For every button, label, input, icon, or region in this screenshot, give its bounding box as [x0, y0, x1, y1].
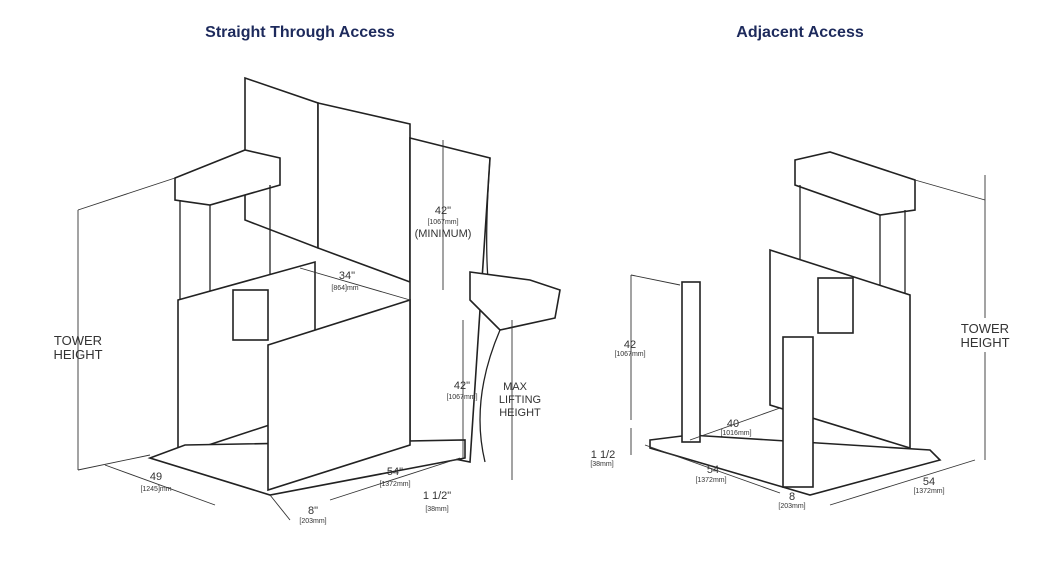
depth-in: 54"	[387, 466, 403, 478]
r-depth-in: 54	[707, 464, 719, 476]
r-tower-height-2: HEIGHT	[960, 335, 1009, 350]
r-ramp-in: 8	[789, 491, 795, 503]
thickness-mm: [38mm]	[425, 506, 448, 513]
r-ramp-mm: [203mm]	[778, 503, 805, 510]
gate-post	[782, 336, 814, 488]
ramp-in: 8"	[308, 505, 318, 517]
max-lifting-2: LIFTING	[499, 394, 541, 406]
r-tower-height-1: TOWER	[961, 321, 1009, 336]
r-width-mm: [1372mm]	[913, 488, 944, 495]
front-gate-panel	[267, 298, 411, 492]
r-opening-mm: [1016mm]	[720, 430, 751, 437]
control-panel	[817, 277, 854, 334]
door-height-note: (MINIMUM)	[415, 228, 472, 240]
open-door	[317, 101, 411, 284]
door-height-in: 42"	[435, 205, 451, 217]
gate-post	[681, 281, 701, 443]
title-straight-through: Straight Through Access	[205, 24, 395, 41]
r-thickness-mm: [38mm]	[590, 461, 613, 468]
r-gate-height-mm: [1067mm]	[614, 351, 645, 358]
door-width-mm: [864]mm	[331, 285, 358, 292]
left-tower-height-label-1: TOWER	[54, 333, 102, 348]
adjacent-drawing: 42 [1067mm] 40 [1016mm] 1 1/2 [38mm] 54 …	[590, 151, 1015, 510]
r-gate-height-in: 42	[624, 339, 636, 351]
control-panel	[232, 289, 269, 341]
width-mm: [1245]mm	[140, 486, 171, 493]
r-opening-in: 40	[727, 418, 739, 430]
thickness-in: 1 1/2"	[423, 490, 451, 502]
straight-through-drawing: TOWER HEIGHT 34" [864]mm 42" [1067mm] (M…	[53, 76, 561, 525]
max-lifting-1: MAX	[503, 381, 528, 393]
gate-height-in: 42"	[454, 380, 470, 392]
floor-slab	[469, 271, 561, 331]
tower-head	[794, 151, 916, 216]
left-tower-height-label-2: HEIGHT	[53, 347, 102, 362]
r-width-in: 54	[923, 476, 935, 488]
tower-head	[174, 149, 281, 206]
width-in: 49	[150, 471, 162, 483]
depth-mm: [1372mm]	[379, 481, 410, 488]
title-adjacent: Adjacent Access	[736, 24, 864, 41]
ramp-mm: [203mm]	[299, 518, 326, 525]
door-height-mm: [1067mm]	[427, 219, 458, 226]
door-width-in: 34"	[339, 270, 355, 282]
max-lifting-3: HEIGHT	[499, 407, 541, 419]
gate-height-mm: [1067mm]	[446, 394, 477, 401]
r-depth-mm: [1372mm]	[695, 477, 726, 484]
r-thickness-in: 1 1/2	[591, 449, 615, 461]
